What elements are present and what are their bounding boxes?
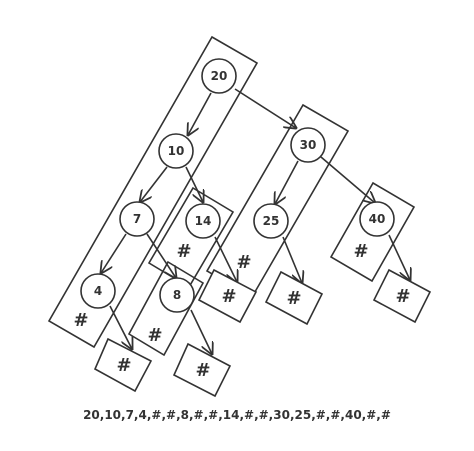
node-label-40: 40 bbox=[369, 212, 386, 226]
edge-7-8 bbox=[146, 233, 176, 278]
edge-20-10 bbox=[188, 92, 212, 135]
edge-20-30 bbox=[234, 88, 296, 128]
null-box-40-right: # bbox=[372, 268, 432, 324]
group-box-8 bbox=[127, 260, 205, 357]
edge-25-null bbox=[282, 236, 302, 283]
edge-8-null bbox=[190, 309, 212, 354]
node-label-4: 4 bbox=[94, 284, 102, 298]
null-marker-40-left: # bbox=[353, 241, 368, 262]
node-label-25: 25 bbox=[263, 214, 280, 228]
edge-40-null bbox=[388, 234, 410, 280]
tree-node-10: 10 bbox=[158, 133, 194, 169]
edge-10-7 bbox=[140, 166, 168, 202]
tree-node-7: 7 bbox=[119, 201, 155, 237]
tree-node-14: 14 bbox=[185, 203, 221, 239]
tree-node-40: 40 bbox=[359, 201, 395, 237]
edge-7-4 bbox=[101, 233, 127, 273]
tree-node-4: 4 bbox=[80, 273, 116, 309]
null-marker-4-left: # bbox=[73, 310, 88, 331]
tree-node-25: 25 bbox=[253, 203, 289, 239]
null-marker-25-right: # bbox=[286, 288, 301, 309]
edge-14-null bbox=[214, 236, 237, 282]
null-marker-4-right: # bbox=[116, 355, 131, 376]
tree-node-30: 30 bbox=[290, 127, 326, 163]
null-box-8-right: # bbox=[172, 342, 232, 398]
tree-node-20: 20 bbox=[201, 58, 237, 94]
edge-10-14 bbox=[185, 166, 203, 202]
node-label-8: 8 bbox=[173, 288, 181, 302]
null-box-4-right: # bbox=[93, 337, 153, 393]
null-marker-8-right: # bbox=[195, 360, 210, 381]
edge-4-null bbox=[109, 305, 132, 349]
null-box-14-right: # bbox=[197, 268, 258, 324]
node-label-14: 14 bbox=[195, 214, 212, 228]
serialization-caption: 20,10,7,4,#,#,8,#,#,14,#,#,30,25,#,#,40,… bbox=[83, 408, 391, 422]
tree-node-8: 8 bbox=[159, 277, 195, 313]
edge-30-25 bbox=[275, 160, 299, 204]
group-box-20-10-7-4 bbox=[47, 35, 259, 349]
node-label-10: 10 bbox=[168, 144, 185, 158]
null-marker-40-right: # bbox=[395, 286, 410, 307]
node-label-30: 30 bbox=[300, 138, 317, 152]
null-marker-14-right: # bbox=[221, 286, 236, 307]
null-marker-8-left: # bbox=[147, 325, 162, 346]
null-marker-25-left: # bbox=[236, 252, 251, 273]
edge-30-40 bbox=[320, 156, 375, 203]
null-box-25-right: # bbox=[264, 270, 324, 326]
node-label-20: 20 bbox=[211, 69, 228, 83]
group-box-40 bbox=[329, 181, 416, 283]
node-label-7: 7 bbox=[133, 212, 141, 226]
null-marker-14-left: # bbox=[176, 241, 191, 262]
